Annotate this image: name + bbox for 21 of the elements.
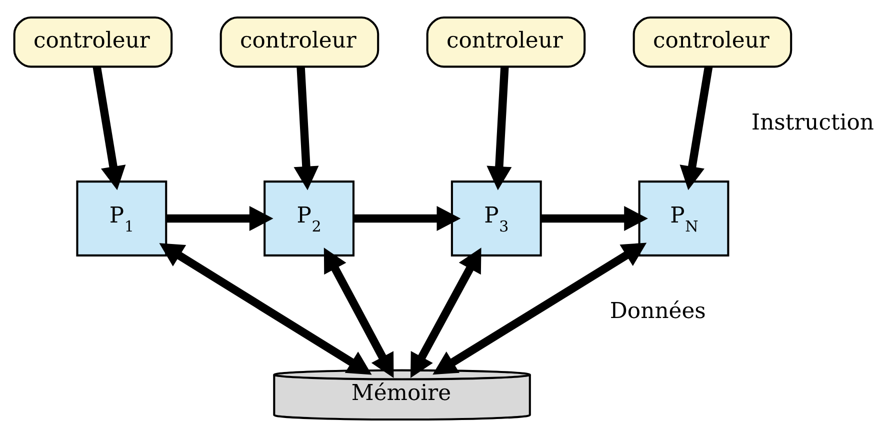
node-box: P$_{3}$	[450, 180, 542, 256]
arrow	[680, 66, 713, 190]
node-box: controleur	[13, 16, 173, 68]
arrow	[92, 66, 126, 190]
node-box: P$_{1}$	[76, 180, 168, 256]
arrow	[166, 205, 274, 231]
arrow	[486, 66, 512, 190]
node-box: controleur	[220, 16, 380, 68]
node-box: P$_{2}$	[264, 180, 354, 256]
edge-label: Données	[610, 298, 706, 324]
arrow	[541, 205, 648, 231]
edge-label: Instruction	[751, 110, 874, 135]
arrow	[354, 205, 461, 231]
arrow	[159, 242, 372, 374]
arrow	[324, 247, 394, 378]
arrow	[294, 66, 319, 190]
node-box: P$_{N}$	[638, 180, 730, 256]
arrow	[410, 247, 482, 378]
node-box: controleur	[426, 16, 586, 68]
arrow	[432, 242, 647, 374]
node-box: controleur	[632, 16, 792, 68]
